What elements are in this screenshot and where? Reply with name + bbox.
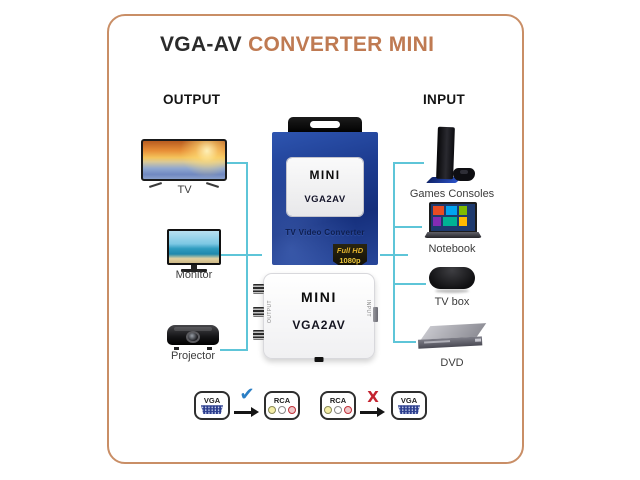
input-section-label: INPUT [423, 92, 465, 107]
fullhd-badge-line2: 1080p [339, 255, 361, 265]
vga-plug-icon [200, 405, 224, 415]
hang-tab [288, 117, 362, 133]
games-consoles-label: Games Consoles [409, 188, 495, 200]
title-accent: CONVERTER MINI [248, 33, 435, 56]
projector-label: Projector [170, 350, 216, 362]
rca-source-badge: RCA [320, 391, 356, 420]
fullhd-badge-line1: Full HD [336, 246, 364, 255]
console-connector-line [395, 162, 424, 164]
title-primary: VGA-AV [160, 33, 242, 56]
box-device-picture: MINI VGA2AV [287, 158, 363, 216]
mode-switch [314, 357, 324, 362]
box-subtitle: TV Video Converter [285, 228, 365, 237]
device-connector-line [380, 254, 408, 256]
tv-screen [141, 139, 227, 181]
check-icon: ✔ [239, 384, 255, 405]
tv-label: TV [177, 184, 192, 196]
arrow-right-icon [377, 407, 385, 417]
projector-icon [167, 325, 219, 350]
device-input-side-label: INPUT [365, 300, 371, 317]
device-model: VGA2AV [292, 318, 346, 332]
vga-plug-icon [397, 405, 421, 415]
dvd-player-icon [415, 321, 489, 359]
unsupported-arrow: X [359, 388, 387, 421]
monitor-icon [167, 229, 221, 272]
rca-jacks-icon [323, 405, 353, 414]
converter-device: OUTPUT INPUT MINI VGA2AV [253, 273, 378, 362]
right-bracket-line [393, 162, 395, 343]
left-bracket-line [246, 162, 248, 351]
tv-box-icon [429, 267, 475, 295]
supported-arrow: ✔ [233, 386, 261, 421]
projector-lens [186, 331, 200, 343]
arrow-right-icon [251, 407, 259, 417]
device-output-side-label: OUTPUT [267, 300, 273, 323]
box-model: VGA2AV [304, 194, 346, 205]
notebook-connector-line [395, 226, 422, 228]
tv-icon [141, 139, 227, 188]
tv-connector-line [227, 162, 246, 164]
box-brand: MINI [309, 168, 341, 182]
rca-source-label: RCA [329, 396, 347, 405]
vga-target-badge: VGA [391, 391, 427, 420]
rca-plug-icon [253, 307, 264, 317]
notebook-icon [424, 202, 482, 240]
game-console-icon [424, 126, 482, 189]
cross-icon: X [367, 388, 379, 406]
page-title: VGA-AV CONVERTER MINI [160, 33, 434, 57]
dvd-label: DVD [440, 357, 464, 369]
rca-jacks-icon [267, 405, 297, 414]
rca-target-label: RCA [273, 396, 291, 405]
monitor-label: Monitor [175, 269, 213, 281]
rca-plug-icon [253, 330, 264, 340]
tvbox-connector-line [395, 283, 426, 285]
monitor-connector-line [220, 254, 262, 256]
rca-target-badge: RCA [264, 391, 300, 420]
dvd-connector-line [395, 341, 416, 343]
projector-connector-line [220, 349, 246, 351]
outer-frame [107, 14, 524, 464]
power-port [373, 307, 378, 322]
retail-box: MINI VGA2AV TV Video Converter Full HD 1… [272, 117, 378, 265]
tv-box-label: TV box [434, 296, 470, 308]
fullhd-badge: Full HD 1080p [333, 244, 367, 265]
vga-source-label: VGA [203, 395, 221, 405]
device-brand: MINI [301, 289, 337, 305]
rca-plug-icon [253, 284, 264, 294]
vga-source-badge: VGA [194, 391, 230, 420]
gamepad-icon [453, 168, 475, 181]
vga-target-label: VGA [400, 395, 418, 405]
output-section-label: OUTPUT [163, 92, 221, 107]
hang-hole [310, 121, 340, 128]
notebook-label: Notebook [428, 243, 476, 255]
